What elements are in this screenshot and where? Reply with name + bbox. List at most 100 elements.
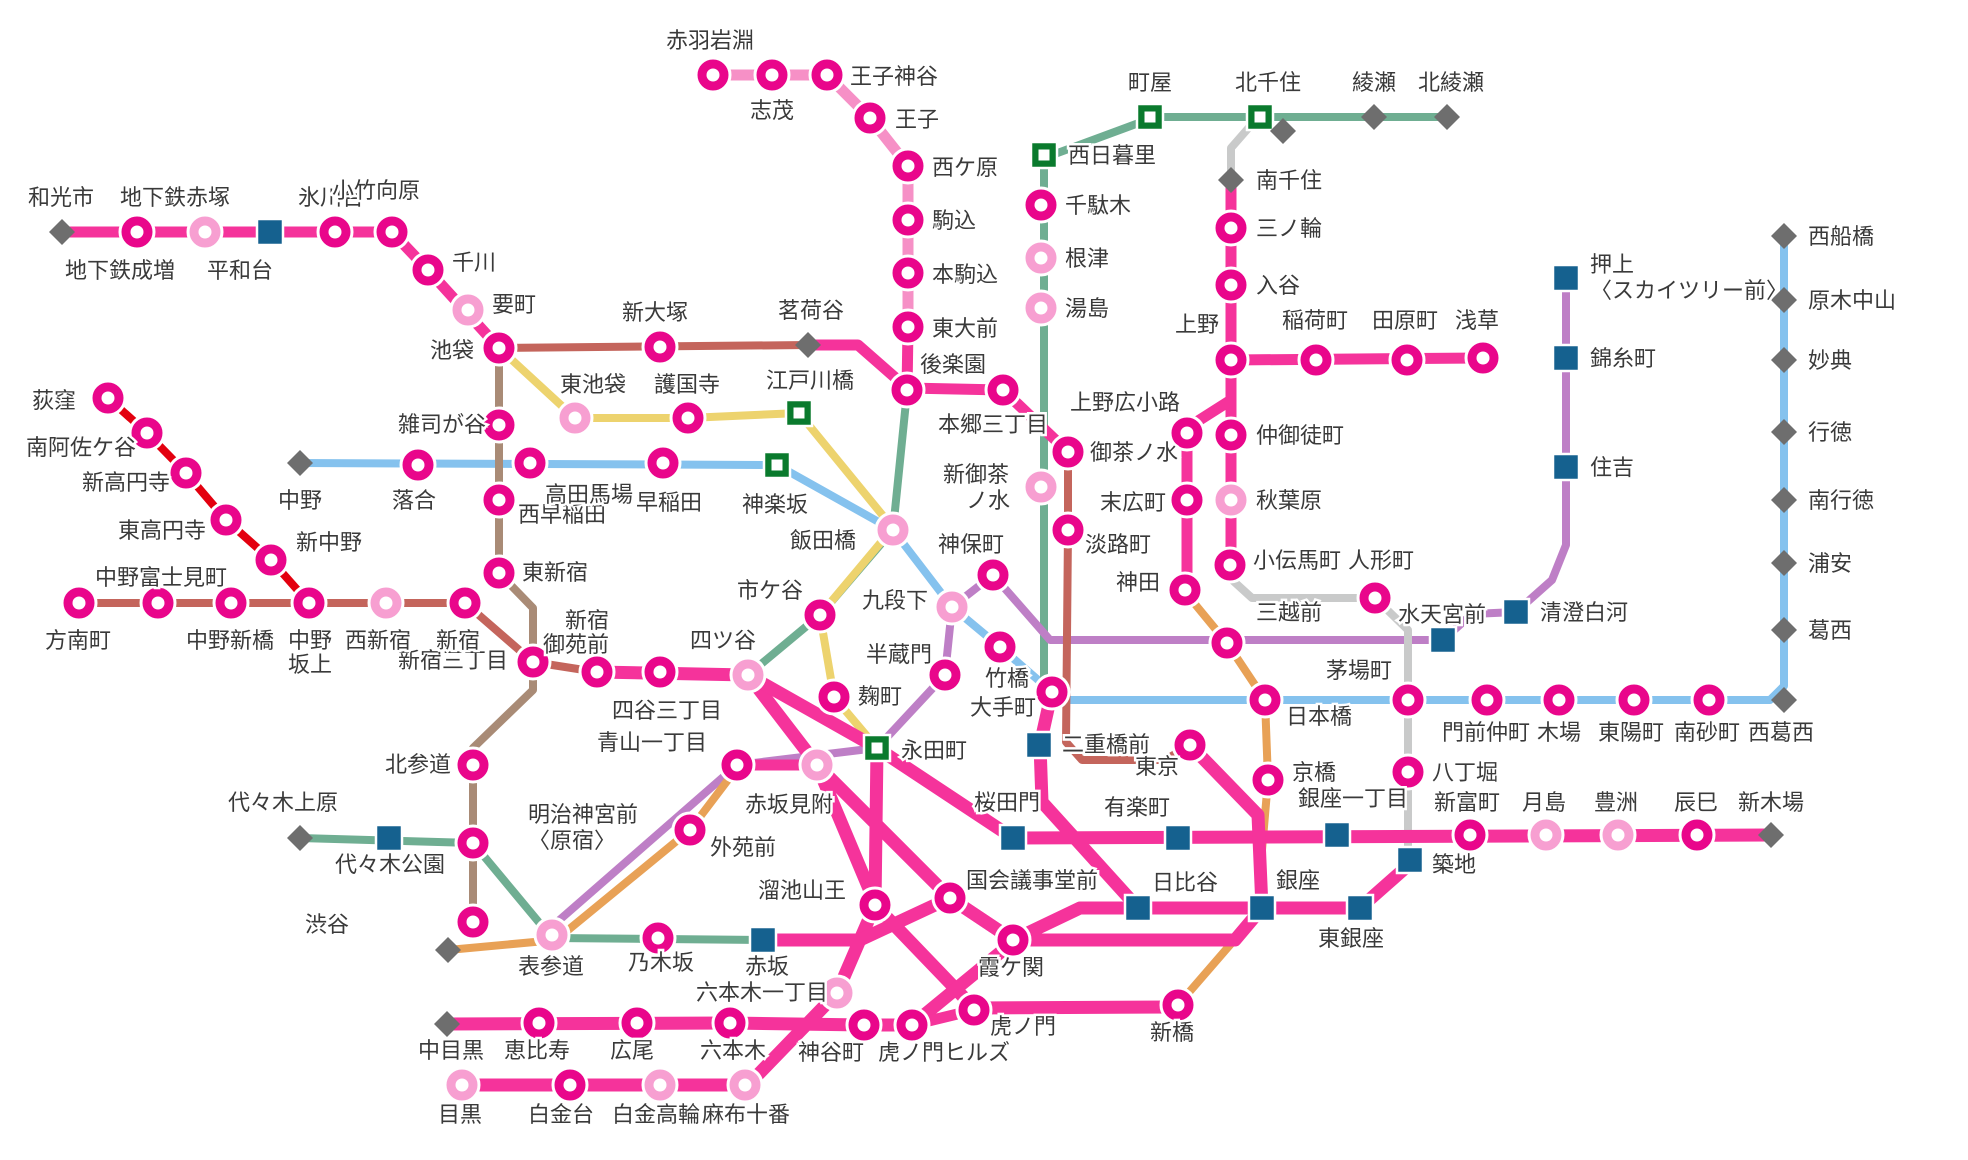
station-竹橋[interactable] [981, 628, 1019, 666]
station-南千住[interactable] [1218, 167, 1244, 193]
station-新富町[interactable] [1451, 816, 1489, 854]
station-方南町[interactable] [60, 584, 98, 622]
station-東陽町[interactable] [1615, 681, 1653, 719]
station-代々木公園[interactable] [374, 823, 404, 853]
station-東池袋[interactable] [556, 399, 594, 437]
station-赤羽岩淵[interactable] [694, 56, 732, 94]
station-中目黒[interactable] [434, 1011, 460, 1037]
station-中野坂上[interactable] [290, 584, 328, 622]
station-渋谷-terminal[interactable] [435, 937, 461, 963]
station-麻布十番[interactable] [726, 1066, 764, 1104]
station-北参道[interactable] [454, 746, 492, 784]
station-西早稲田[interactable] [480, 481, 518, 519]
station-王子[interactable] [851, 99, 889, 137]
station-中野富士見町[interactable] [139, 584, 177, 622]
station-本駒込[interactable] [889, 254, 927, 292]
station-南行徳[interactable] [1771, 487, 1797, 513]
station-茅場町[interactable] [1389, 681, 1427, 719]
station-清澄白河[interactable] [1501, 597, 1531, 627]
station-氷川台[interactable] [316, 213, 354, 251]
station-水天宮前[interactable] [1428, 625, 1458, 655]
station-稲荷町[interactable] [1297, 341, 1335, 379]
station-外苑前[interactable] [671, 811, 709, 849]
station-三ノ輪[interactable] [1212, 209, 1250, 247]
station-青山一丁目[interactable] [718, 746, 756, 784]
station-築地[interactable] [1395, 845, 1425, 875]
station-新木場[interactable] [1758, 822, 1784, 848]
station-京橋[interactable] [1249, 761, 1287, 799]
station-豊洲[interactable] [1599, 816, 1637, 854]
station-葛西[interactable] [1771, 617, 1797, 643]
station-町屋[interactable] [1135, 102, 1165, 132]
station-四ツ谷[interactable] [729, 656, 767, 694]
station-錦糸町[interactable] [1551, 343, 1581, 373]
station-西船橋[interactable] [1771, 223, 1797, 249]
station-虎ノ門ヒルズ[interactable] [893, 1006, 931, 1044]
station-小竹向原[interactable] [373, 213, 411, 251]
station-雑司が谷[interactable] [480, 406, 518, 444]
station-神谷町[interactable] [845, 1006, 883, 1044]
station-住吉[interactable] [1551, 452, 1581, 482]
station-南砂町[interactable] [1690, 681, 1728, 719]
station-明治神宮前〈原宿〉[interactable] [454, 824, 492, 862]
station-東新宿[interactable] [480, 554, 518, 592]
station-平和台[interactable] [255, 217, 285, 247]
station-落合[interactable] [399, 446, 437, 484]
station-江戸川橋[interactable] [784, 398, 814, 428]
station-月島[interactable] [1527, 816, 1565, 854]
station-東大前[interactable] [889, 308, 927, 346]
station-北千住-transfer[interactable] [1270, 118, 1296, 144]
station-辰巳[interactable] [1678, 816, 1716, 854]
station-西新宿[interactable] [367, 584, 405, 622]
station-麹町[interactable] [815, 678, 853, 716]
station-門前仲町[interactable] [1468, 681, 1506, 719]
station-東高円寺[interactable] [207, 501, 245, 539]
station-乃木坂[interactable] [639, 919, 677, 957]
station-日比谷[interactable] [1123, 893, 1153, 923]
station-要町[interactable] [449, 291, 487, 329]
station-赤坂見附[interactable] [798, 746, 836, 784]
station-西日暮里[interactable] [1029, 140, 1059, 170]
station-秋葉原[interactable] [1212, 481, 1250, 519]
station-市ケ谷[interactable] [801, 596, 839, 634]
station-目黒[interactable] [443, 1066, 481, 1104]
station-千川[interactable] [409, 251, 447, 289]
station-茗荷谷[interactable] [795, 332, 821, 358]
station-根津[interactable] [1022, 239, 1060, 277]
station-代々木上原[interactable] [287, 825, 313, 851]
station-地下鉄赤塚[interactable] [186, 213, 224, 251]
station-荻窪[interactable] [89, 379, 127, 417]
station-新宿三丁目[interactable] [514, 643, 552, 681]
station-新中野[interactable] [252, 541, 290, 579]
station-新宿[interactable] [446, 584, 484, 622]
station-白金高輪[interactable] [641, 1066, 679, 1104]
station-神田[interactable] [1166, 571, 1204, 609]
station-和光市[interactable] [49, 219, 75, 245]
station-早稲田[interactable] [644, 444, 682, 482]
station-桜田門[interactable] [998, 823, 1028, 853]
station-銀座[interactable] [1247, 893, 1277, 923]
station-新橋[interactable] [1159, 986, 1197, 1024]
station-有楽町[interactable] [1163, 823, 1193, 853]
station-六本木一丁目[interactable] [818, 974, 856, 1012]
station-綾瀬[interactable] [1361, 104, 1387, 130]
station-王子神谷[interactable] [808, 56, 846, 94]
station-日本橋[interactable] [1246, 681, 1284, 719]
station-新宿御苑前[interactable] [578, 653, 616, 691]
station-高田馬場[interactable] [511, 444, 549, 482]
station-北千住[interactable] [1245, 102, 1275, 132]
station-小伝馬町[interactable] [1211, 546, 1249, 584]
station-千駄木[interactable] [1022, 186, 1060, 224]
station-後楽園[interactable] [888, 371, 926, 409]
station-飯田橋[interactable] [874, 511, 912, 549]
station-四谷三丁目[interactable] [641, 653, 679, 691]
station-駒込[interactable] [889, 201, 927, 239]
station-永田町[interactable] [862, 733, 892, 763]
station-大手町[interactable] [1033, 673, 1071, 711]
station-末広町[interactable] [1168, 481, 1206, 519]
station-地下鉄成増[interactable] [118, 213, 156, 251]
station-湯島[interactable] [1022, 289, 1060, 327]
station-上野[interactable] [1212, 341, 1250, 379]
station-白金台[interactable] [551, 1066, 589, 1104]
station-押上〈スカイツリー前〉[interactable] [1551, 263, 1581, 293]
